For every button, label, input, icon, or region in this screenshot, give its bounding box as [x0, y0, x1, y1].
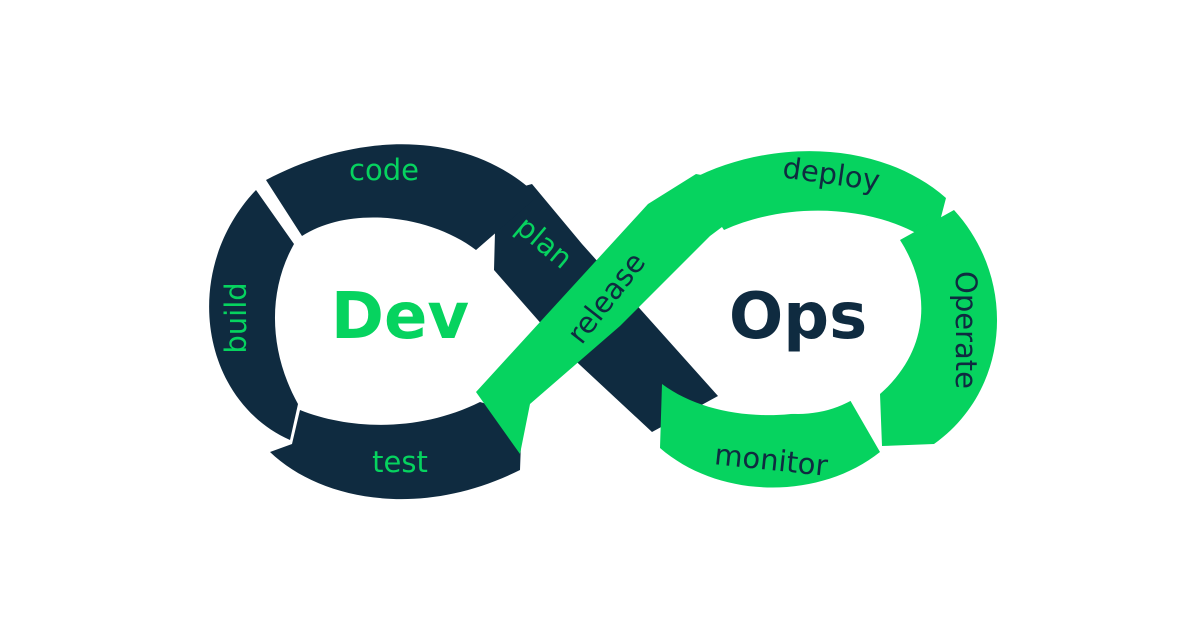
- center-word-ops: Ops: [729, 280, 867, 354]
- center-word-dev: Dev: [331, 280, 469, 354]
- label-operate: Operate: [949, 271, 983, 389]
- segment-release: [476, 174, 728, 454]
- ops-hole: [694, 222, 902, 414]
- segment-deploy: [690, 151, 946, 244]
- label-build: build: [219, 282, 253, 353]
- segment-code: [266, 144, 538, 250]
- segment-build: [209, 190, 298, 440]
- label-code: code: [349, 153, 419, 187]
- label-test: test: [372, 445, 428, 479]
- segment-operate: [880, 210, 998, 446]
- segment-test: [270, 402, 522, 500]
- dev-hole: [276, 220, 476, 412]
